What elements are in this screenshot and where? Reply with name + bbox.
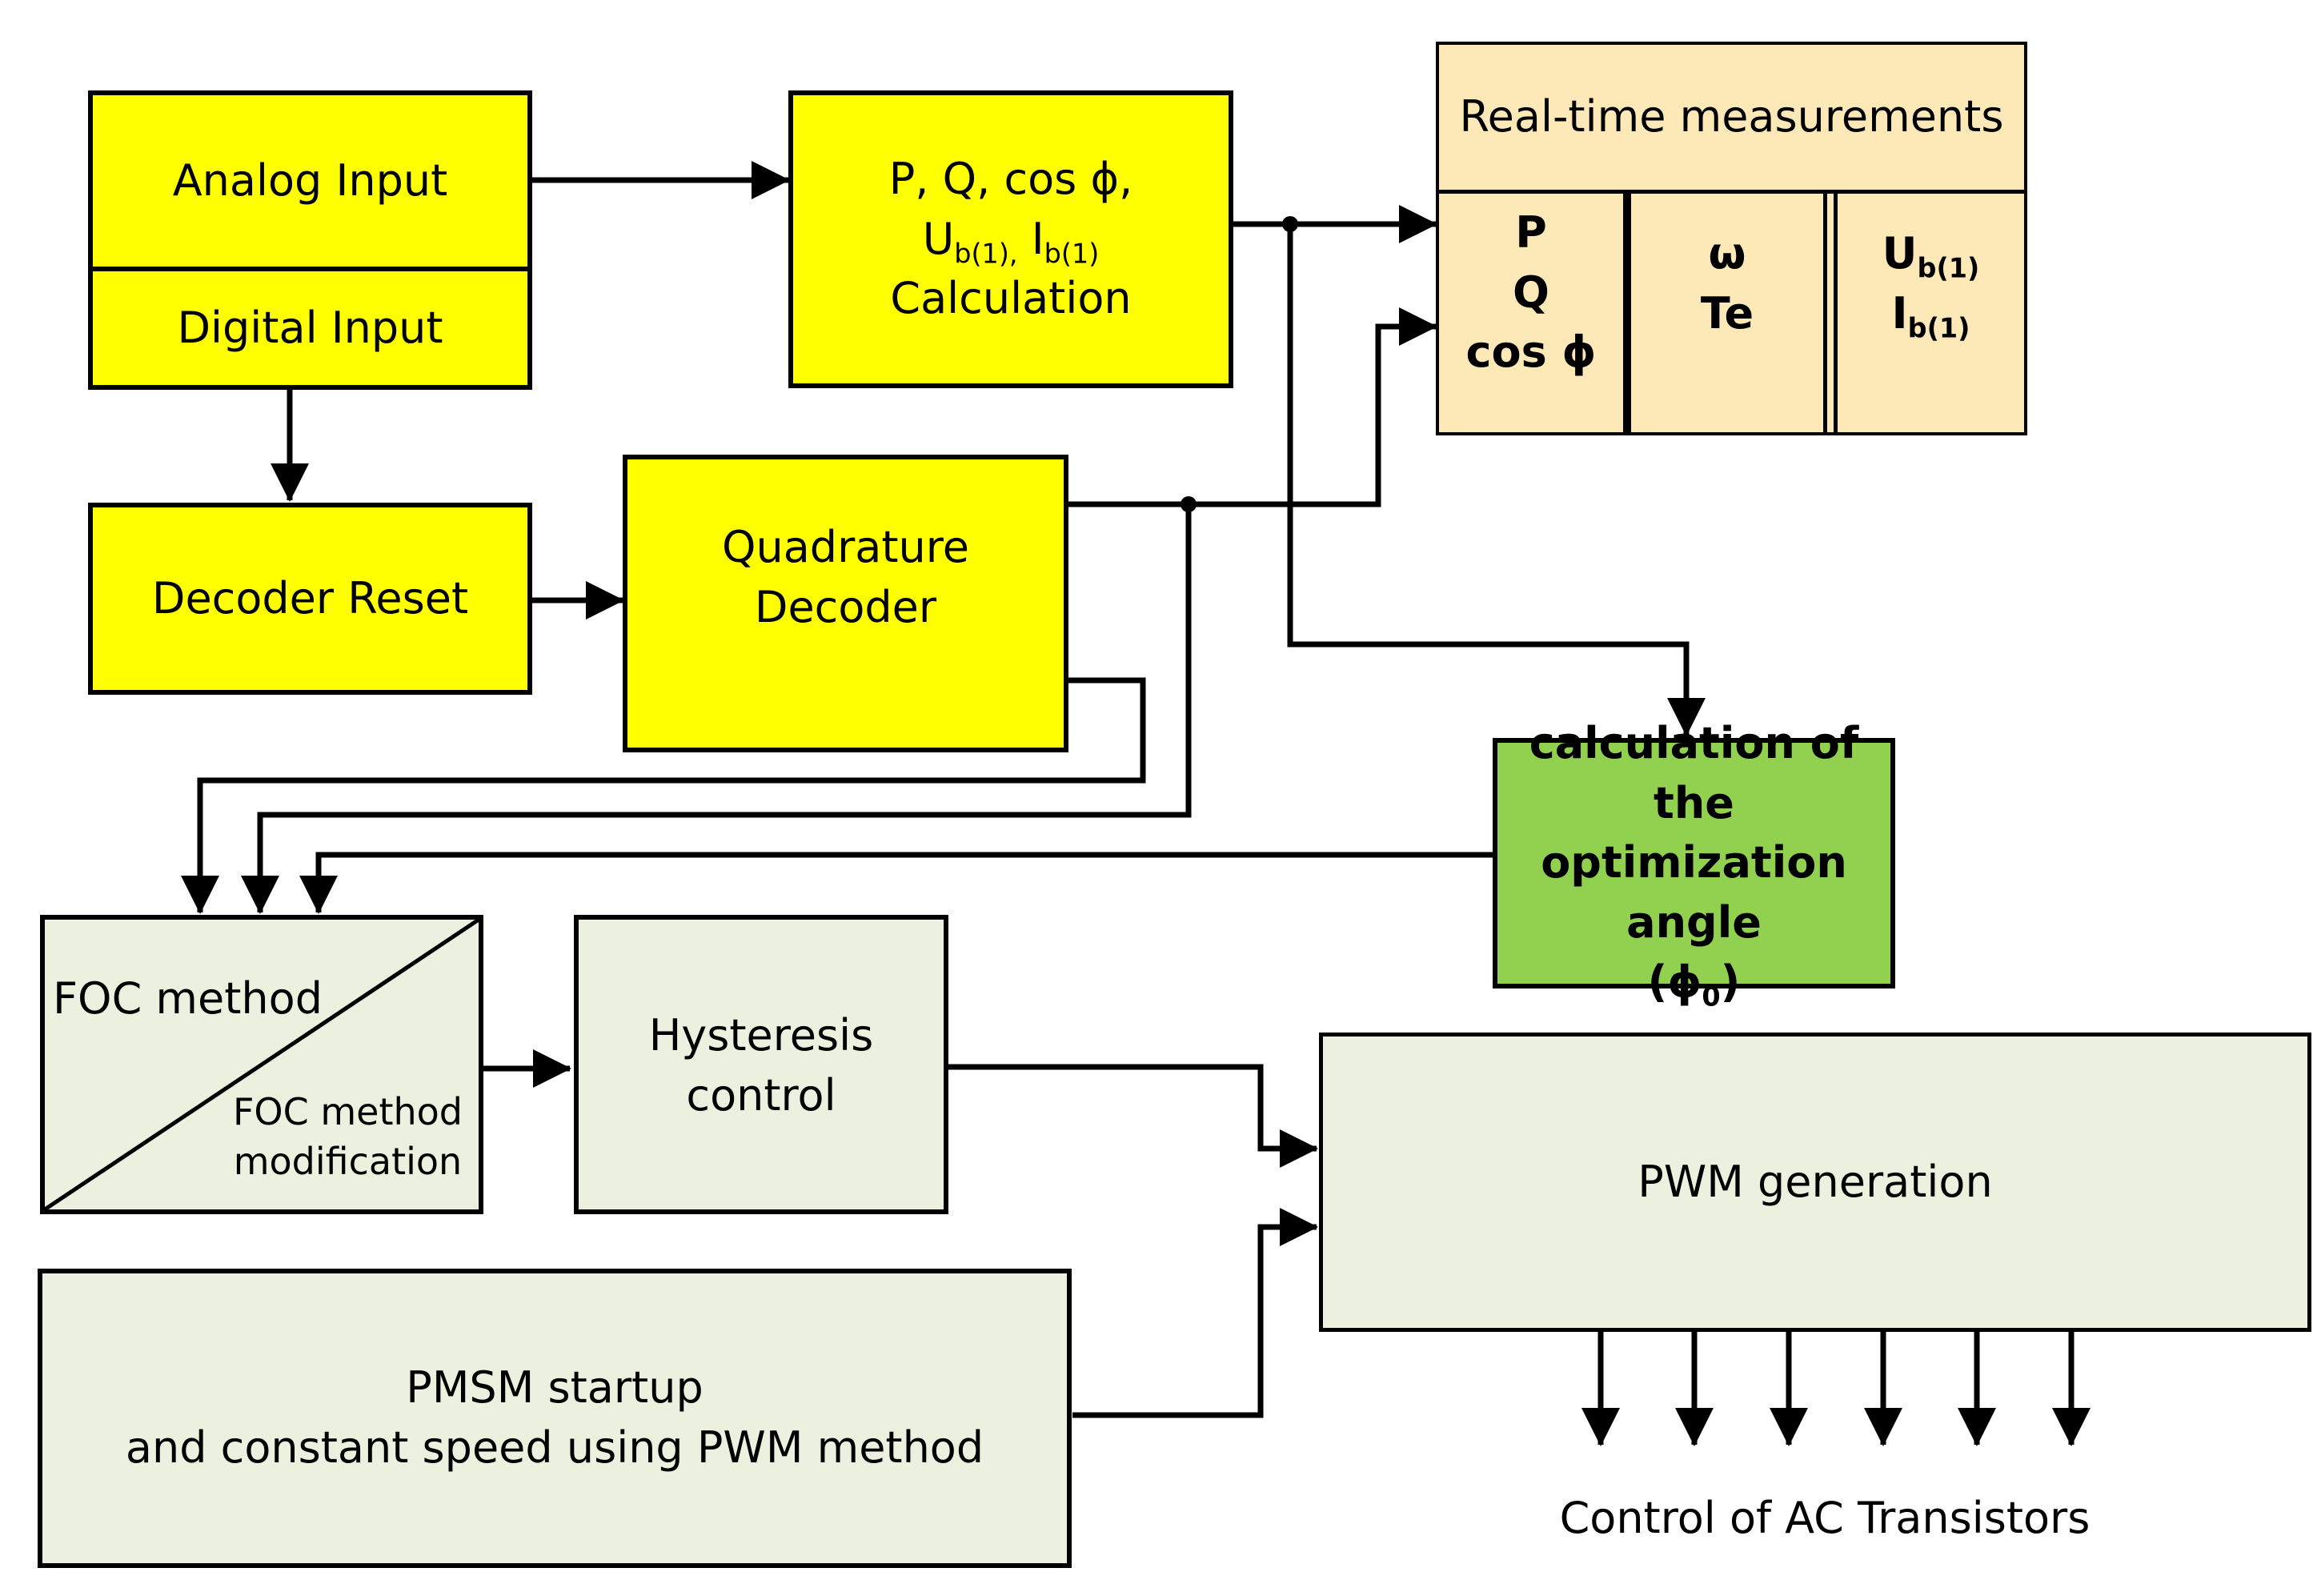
optimization-line-3: angle	[1626, 896, 1762, 948]
measure-i: Ib(1)	[1891, 287, 1970, 344]
realtime-col-power: P Q cos ϕ	[1439, 194, 1623, 432]
input-block: Analog Input Digital Input	[88, 90, 532, 390]
hysteresis-control-block: Hysteresis control	[574, 915, 948, 1214]
calc-line-3: Calculation	[890, 273, 1132, 324]
decoder-reset-block: Decoder Reset	[88, 503, 532, 695]
realtime-title: Real-time measurements	[1459, 91, 2004, 142]
analog-input-cell: Analog Input	[93, 95, 527, 271]
quadrature-decoder-label: Quadrature Decoder	[721, 522, 970, 632]
calc-line-1: P, Q, cos ϕ,	[888, 154, 1133, 205]
foc-method-block: FOC method FOC method modification	[40, 915, 483, 1214]
foc-method-label: FOC method	[53, 973, 323, 1024]
foc-diagonal	[45, 920, 479, 1209]
junction-dot-quadrature	[1181, 496, 1197, 512]
measure-cos-phi: cos ϕ	[1465, 327, 1597, 378]
hysteresis-line-1: Hysteresis	[648, 1010, 874, 1061]
measure-q: Q	[1513, 267, 1549, 318]
output-label: Control of AC Transistors	[1559, 1493, 2091, 1543]
hysteresis-line-2: control	[686, 1069, 836, 1121]
calculation-block: P, Q, cos ϕ, Ub(1), Ib(1) Calculation	[788, 90, 1233, 388]
measure-u: Ub(1)	[1882, 228, 1980, 284]
realtime-title-cell: Real-time measurements	[1439, 45, 2024, 194]
optimization-angle-block: calculation of the optimization angle (ϕ…	[1493, 718, 1895, 1010]
arrow-quadrature-branch-to-foc	[241, 504, 1192, 914]
analog-input-label: Analog Input	[172, 154, 448, 206]
realtime-measurements-block: Real-time measurements P Q cos ϕ ω Te Ub…	[1436, 42, 2027, 435]
junction-dot-calc	[1282, 216, 1298, 232]
realtime-col-voltage-current: Ub(1) Ib(1)	[1838, 194, 2024, 432]
optimization-phi: (ϕ0)	[1647, 956, 1741, 1013]
digital-input-label: Digital Input	[177, 302, 443, 353]
pwm-generation-label: PWM generation	[1638, 1156, 1993, 1207]
measure-p: P	[1515, 207, 1547, 258]
realtime-columns: P Q cos ϕ ω Te Ub(1) Ib(1)	[1439, 194, 2024, 432]
arrow-quadrature-to-realtime	[1067, 307, 1437, 507]
pmsm-startup-line-1: PMSM startup	[406, 1362, 704, 1414]
measure-omega: ω	[1708, 228, 1746, 279]
arrow-hysteresis-to-pwm	[947, 1064, 1318, 1168]
pwm-generation-block: PWM generation	[1319, 1033, 2311, 1332]
arrow-calc-to-optimization	[1287, 224, 1706, 736]
decoder-reset-label: Decoder Reset	[151, 572, 469, 624]
pmsm-startup-line-2: and constant speed using PWM method	[125, 1422, 984, 1473]
optimization-line-2: optimization	[1541, 837, 1847, 888]
arrow-startup-to-pwm	[1072, 1208, 1318, 1418]
digital-input-cell: Digital Input	[93, 271, 527, 385]
arrow-optimization-to-foc	[299, 852, 1493, 914]
realtime-gap-1	[1623, 194, 1631, 432]
realtime-gap-2	[1823, 194, 1838, 432]
foc-modification-label: FOC method modification	[232, 1090, 463, 1183]
arrow-quadrature-to-foc	[181, 677, 1146, 914]
measure-te: Te	[1700, 287, 1754, 339]
pmsm-startup-block: PMSM startup and constant speed using PW…	[38, 1269, 1072, 1568]
quadrature-decoder-block: Quadrature Decoder	[623, 455, 1068, 752]
realtime-col-speed: ω Te	[1631, 194, 1823, 432]
calc-line-2: Ub(1), Ib(1)	[922, 213, 1100, 270]
optimization-line-1: calculation of the	[1529, 718, 1859, 828]
